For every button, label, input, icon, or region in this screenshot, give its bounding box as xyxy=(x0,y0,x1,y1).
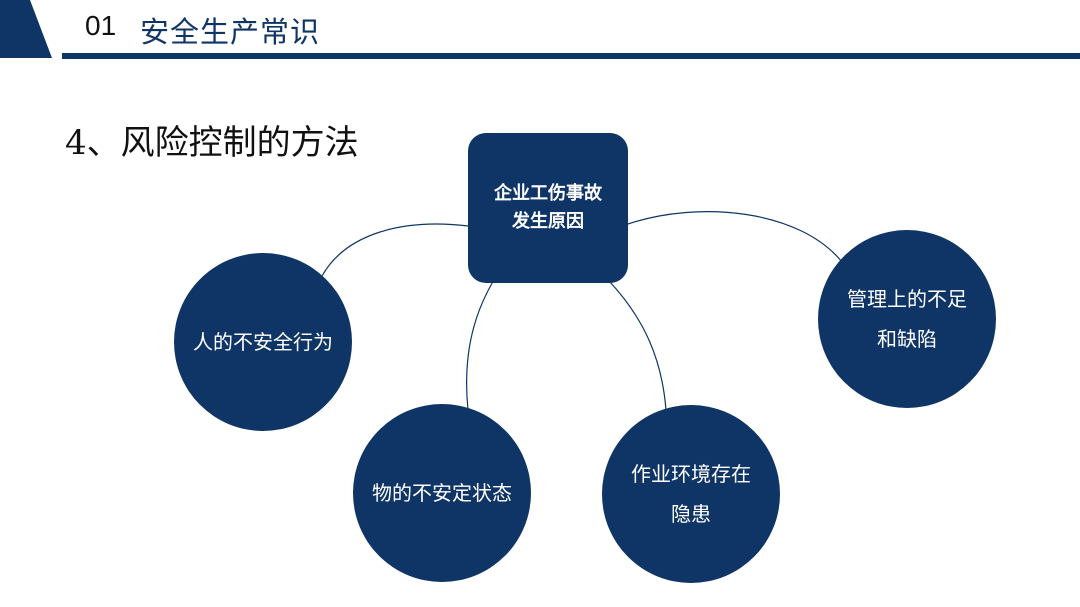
header-underline xyxy=(62,53,1080,59)
node-label-line-2: 隐患 xyxy=(671,502,711,526)
node-label-line-1: 作业环境存在 xyxy=(631,462,751,486)
node-label-line-1: 管理上的不足 xyxy=(847,287,967,311)
connector-center-to-node-1 xyxy=(321,223,469,277)
page-title: 安全生产常识 xyxy=(140,15,321,49)
cause-node-unsafe-condition: 物的不安定状态 xyxy=(353,404,531,582)
cause-node-management-defect: 管理上的不足 和缺陷 xyxy=(818,230,996,408)
connector-center-to-node-4 xyxy=(627,211,843,263)
node-label-line-2: 和缺陷 xyxy=(877,327,937,351)
section-title: 4、风险控制的方法 xyxy=(65,123,359,163)
section-number: 01 xyxy=(85,10,117,41)
connector-center-to-node-3 xyxy=(609,281,667,411)
center-label-line-2: 发生原因 xyxy=(512,211,584,232)
cause-node-environment-hazard: 作业环境存在 隐患 xyxy=(602,405,780,583)
node-label-line-1: 人的不安全行为 xyxy=(193,330,333,354)
node-label-line-1: 物的不安定状态 xyxy=(372,481,512,505)
center-label-line-1: 企业工伤事故 xyxy=(494,183,602,204)
cause-node-unsafe-behavior: 人的不安全行为 xyxy=(174,253,352,431)
center-cause-box: 企业工伤事故 发生原因 xyxy=(468,133,628,283)
